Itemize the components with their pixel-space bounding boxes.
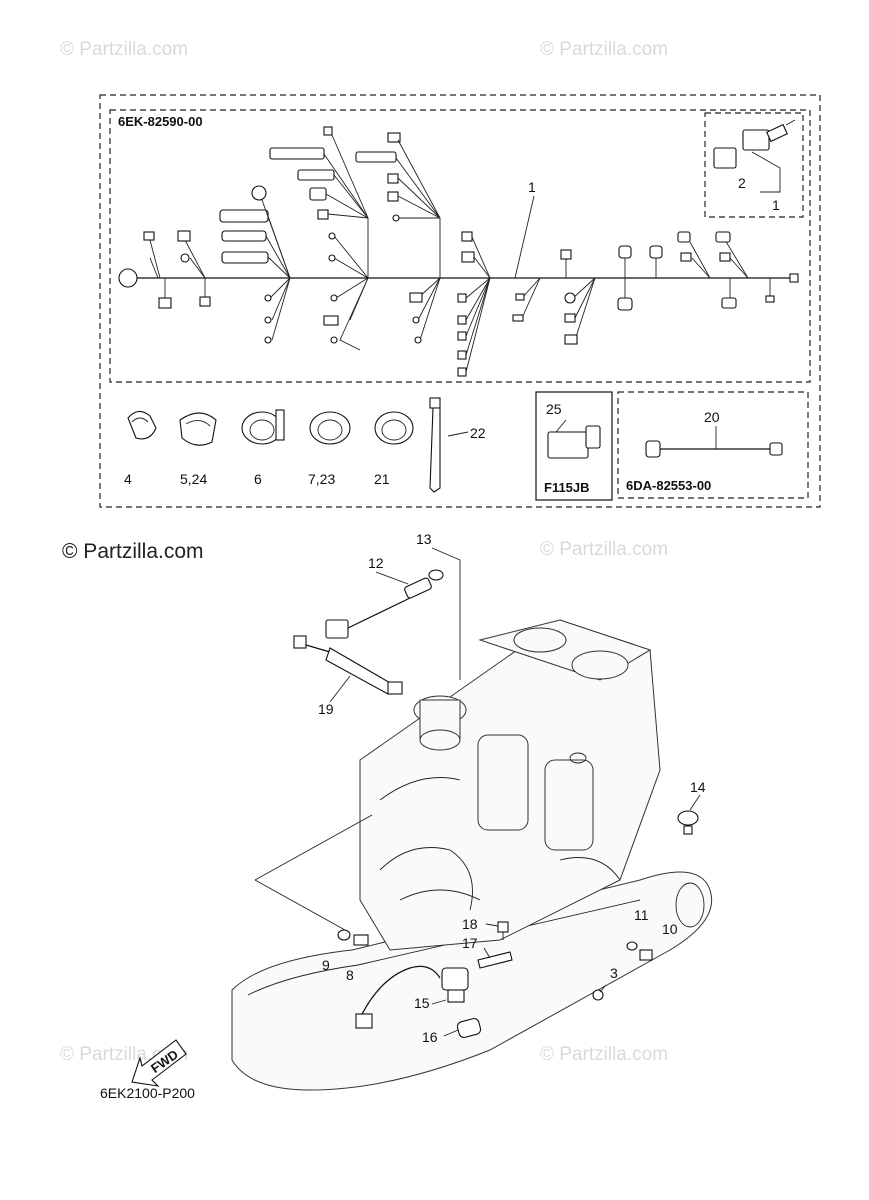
junction-box-frame [535, 391, 613, 501]
callout-4: 4 [124, 471, 132, 487]
callout-15: 15 [414, 995, 430, 1011]
screw-3 [592, 989, 604, 1001]
callout-14: 14 [690, 779, 706, 795]
clamp-5-24 [179, 412, 217, 446]
callout-3: 3 [610, 965, 618, 981]
harness-kit-code: 6EK-82590-00 [118, 114, 203, 129]
callout-16-leader [443, 1029, 459, 1037]
callout-13-leader [431, 547, 461, 680]
sensor-19 [293, 635, 403, 695]
callout-25: 25 [546, 401, 562, 417]
callout-13: 13 [416, 531, 432, 547]
junction-box-25 [547, 419, 601, 459]
callout-8: 8 [346, 967, 354, 983]
clamp-6 [241, 409, 285, 445]
callout-19-leader [329, 675, 351, 703]
kit-outer-frame [99, 94, 821, 508]
sub-lead-frame [617, 391, 809, 499]
callout-1: 1 [528, 179, 536, 195]
harness-frame [109, 109, 811, 383]
callout-18: 18 [462, 916, 478, 932]
callout-9: 9 [322, 957, 330, 973]
bolt-10-washer-11 [626, 941, 653, 961]
callout-9-leader [254, 814, 373, 881]
callout-12: 12 [368, 555, 384, 571]
callout-21: 21 [374, 471, 390, 487]
sensor-12 [325, 577, 432, 639]
watermark-bottom-right: © Partzilla.com [540, 1044, 668, 1065]
junction-box-code: F115JB [544, 480, 590, 495]
callout-2: 2 [738, 175, 746, 191]
wire-harness [118, 126, 799, 377]
callout-22: 22 [470, 425, 486, 441]
engine-block [231, 619, 713, 1091]
callout-7-23: 7,23 [308, 471, 335, 487]
callout-15-leader [431, 999, 447, 1005]
sub-lead-kit-code: 6DA-82553-00 [626, 478, 711, 493]
callout-12-leader [375, 571, 409, 585]
watermark-main: © Partzilla.com [62, 540, 204, 563]
grommet-16 [456, 1017, 482, 1039]
callout-19: 19 [318, 701, 334, 717]
diagram-code: 6EK2100-P200 [100, 1085, 195, 1101]
coupler-15 [355, 965, 469, 1029]
callout-16: 16 [422, 1029, 438, 1045]
callout-14-leader [689, 794, 701, 811]
callout-1-leader [514, 195, 535, 279]
callout-17: 17 [462, 935, 478, 951]
detail-box-connector [704, 112, 804, 218]
callout-5-24: 5,24 [180, 471, 207, 487]
sub-lead-20 [645, 426, 783, 458]
bolt-18 [497, 921, 509, 940]
callout-18-leader [485, 923, 499, 927]
callout-11: 11 [634, 907, 649, 923]
callout-6: 6 [254, 471, 262, 487]
callout-3-leader [599, 984, 607, 993]
callout-20: 20 [704, 409, 720, 425]
sensor-14 [677, 810, 699, 835]
watermark-top-right: © Partzilla.com [540, 39, 668, 60]
bracket-17 [477, 951, 513, 969]
cable-tie-22 [429, 397, 469, 493]
bolt-8-washer-9 [337, 929, 369, 946]
callout-1-detail: 1 [772, 197, 780, 213]
callout-8-9-leader [254, 879, 346, 931]
watermark-top-left: © Partzilla.com [60, 39, 188, 60]
watermark-mid-right: © Partzilla.com [540, 539, 668, 560]
connector-detail [713, 119, 796, 193]
callout-10: 10 [662, 921, 678, 937]
callout-17-leader [483, 947, 491, 959]
clamp-7-23 [309, 411, 351, 445]
clamp-21 [374, 411, 414, 445]
o-ring-13 [428, 569, 444, 581]
clamp-4 [127, 410, 157, 440]
fwd-arrow [131, 1039, 187, 1087]
